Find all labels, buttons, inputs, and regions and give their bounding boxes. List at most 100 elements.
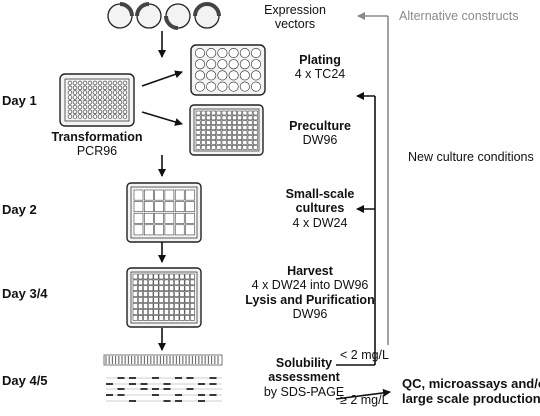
pcr96-well — [117, 99, 123, 105]
dw96-well — [252, 130, 258, 135]
pcr96-well — [82, 104, 88, 110]
dw96-well — [169, 285, 175, 292]
pcr96-well — [87, 85, 93, 91]
dw24-well — [185, 201, 195, 212]
dw96-well — [206, 135, 211, 140]
tc24-well — [251, 59, 262, 70]
dw96-well — [195, 120, 201, 126]
pcr96-well — [112, 90, 118, 95]
tc24-well — [217, 47, 228, 58]
sds-page-gel-icon — [103, 354, 223, 402]
dw96-well — [143, 303, 149, 309]
tc24-well — [195, 81, 206, 92]
pcr96-well — [72, 85, 78, 91]
pcr96-well — [97, 90, 103, 95]
day-3-4-label: Day 3/4 — [2, 286, 48, 301]
expression-vectors-label: Expression vectors — [250, 3, 340, 32]
dw24-well — [185, 189, 195, 201]
threshold-high-label: ≥ 2 mg/L — [340, 393, 389, 407]
pcr96-well — [117, 104, 123, 110]
dw96-well — [174, 309, 180, 315]
dw96-well — [206, 110, 211, 116]
dw96-well — [221, 130, 227, 135]
pcr96-well — [67, 104, 73, 110]
dw96-well — [143, 309, 149, 315]
dw96-well — [247, 130, 253, 135]
dw96-well — [163, 285, 169, 292]
dw96-well — [226, 145, 232, 150]
dw96-well — [211, 145, 217, 150]
pcr96-well — [82, 109, 88, 115]
dw96-well — [200, 110, 206, 116]
dw96-well — [158, 285, 164, 292]
pcr96-well — [87, 104, 93, 110]
dw96-well — [211, 125, 217, 130]
pcr96-well — [112, 80, 118, 86]
dw96-well — [195, 110, 201, 116]
pcr96-well — [117, 109, 123, 115]
dw96-well — [252, 110, 258, 116]
expression-line1: Expression — [264, 3, 326, 17]
dw96-well — [195, 115, 201, 121]
lysis-title: Lysis and Purification — [245, 292, 375, 307]
pcr96-well — [122, 109, 128, 115]
day-2-label: Day 2 — [2, 202, 37, 217]
pcr96-well — [72, 80, 78, 86]
dw24-well — [164, 224, 175, 236]
pcr96-well — [102, 114, 108, 119]
dw96-well — [132, 309, 138, 315]
dw96-well — [206, 145, 211, 150]
feedback-black-arrows — [336, 92, 376, 366]
pcr96-well — [77, 80, 83, 86]
dw96-well — [226, 110, 232, 116]
dw96-well — [163, 309, 169, 315]
dw96-well — [237, 135, 243, 140]
pcr96-well — [102, 104, 108, 110]
dw96-well — [143, 279, 149, 286]
pcr96-well — [82, 99, 88, 105]
dw96-well — [237, 120, 243, 126]
dw96-well — [216, 135, 222, 140]
pcr96-well — [77, 109, 83, 115]
dw24-well — [174, 212, 185, 224]
dw96-well — [189, 309, 195, 315]
dw24-well — [133, 224, 144, 236]
expression-vectors-icon — [107, 1, 221, 30]
tc24-well — [195, 70, 206, 81]
dw96-well — [132, 297, 138, 303]
dw96-well — [206, 120, 211, 126]
pcr96-plate-icon — [59, 73, 135, 127]
qc-line2: large scale production — [402, 390, 540, 406]
pcr96-well — [117, 90, 123, 95]
pcr96-well — [87, 90, 93, 95]
dw96-well — [226, 115, 232, 121]
day-1-label: Day 1 — [2, 93, 37, 108]
solubility-label: Solubility assessment by SDS-PAGE — [262, 356, 346, 399]
pcr96-well — [77, 114, 83, 119]
pcr96-well — [72, 95, 78, 100]
small-scale-label: Small-scale cultures 4 x DW24 — [270, 187, 370, 230]
dw96-well — [216, 140, 222, 145]
dw96-well — [179, 285, 185, 292]
dw96-well — [221, 120, 227, 126]
dw96-well — [184, 273, 190, 280]
dw96-well — [163, 315, 169, 321]
dw96-well — [211, 115, 217, 121]
pcr96-well — [97, 99, 103, 105]
tc24-well — [206, 81, 217, 92]
pcr96-well — [92, 99, 98, 105]
dw96-well — [226, 135, 232, 140]
qc-line1: QC, microassays and/or — [402, 376, 540, 391]
dw96-well — [232, 125, 237, 130]
pcr96-well — [97, 95, 103, 100]
small-scale-title2: cultures — [295, 201, 345, 216]
dw24-well — [144, 189, 154, 201]
pcr96-well — [97, 104, 103, 110]
dw96-well — [169, 303, 175, 309]
pcr96-well — [97, 109, 103, 115]
dw96-well — [158, 315, 164, 321]
dw24-well — [164, 189, 175, 201]
dw96-well — [143, 273, 149, 280]
pcr96-well — [107, 99, 113, 105]
dw96-well — [232, 135, 237, 140]
